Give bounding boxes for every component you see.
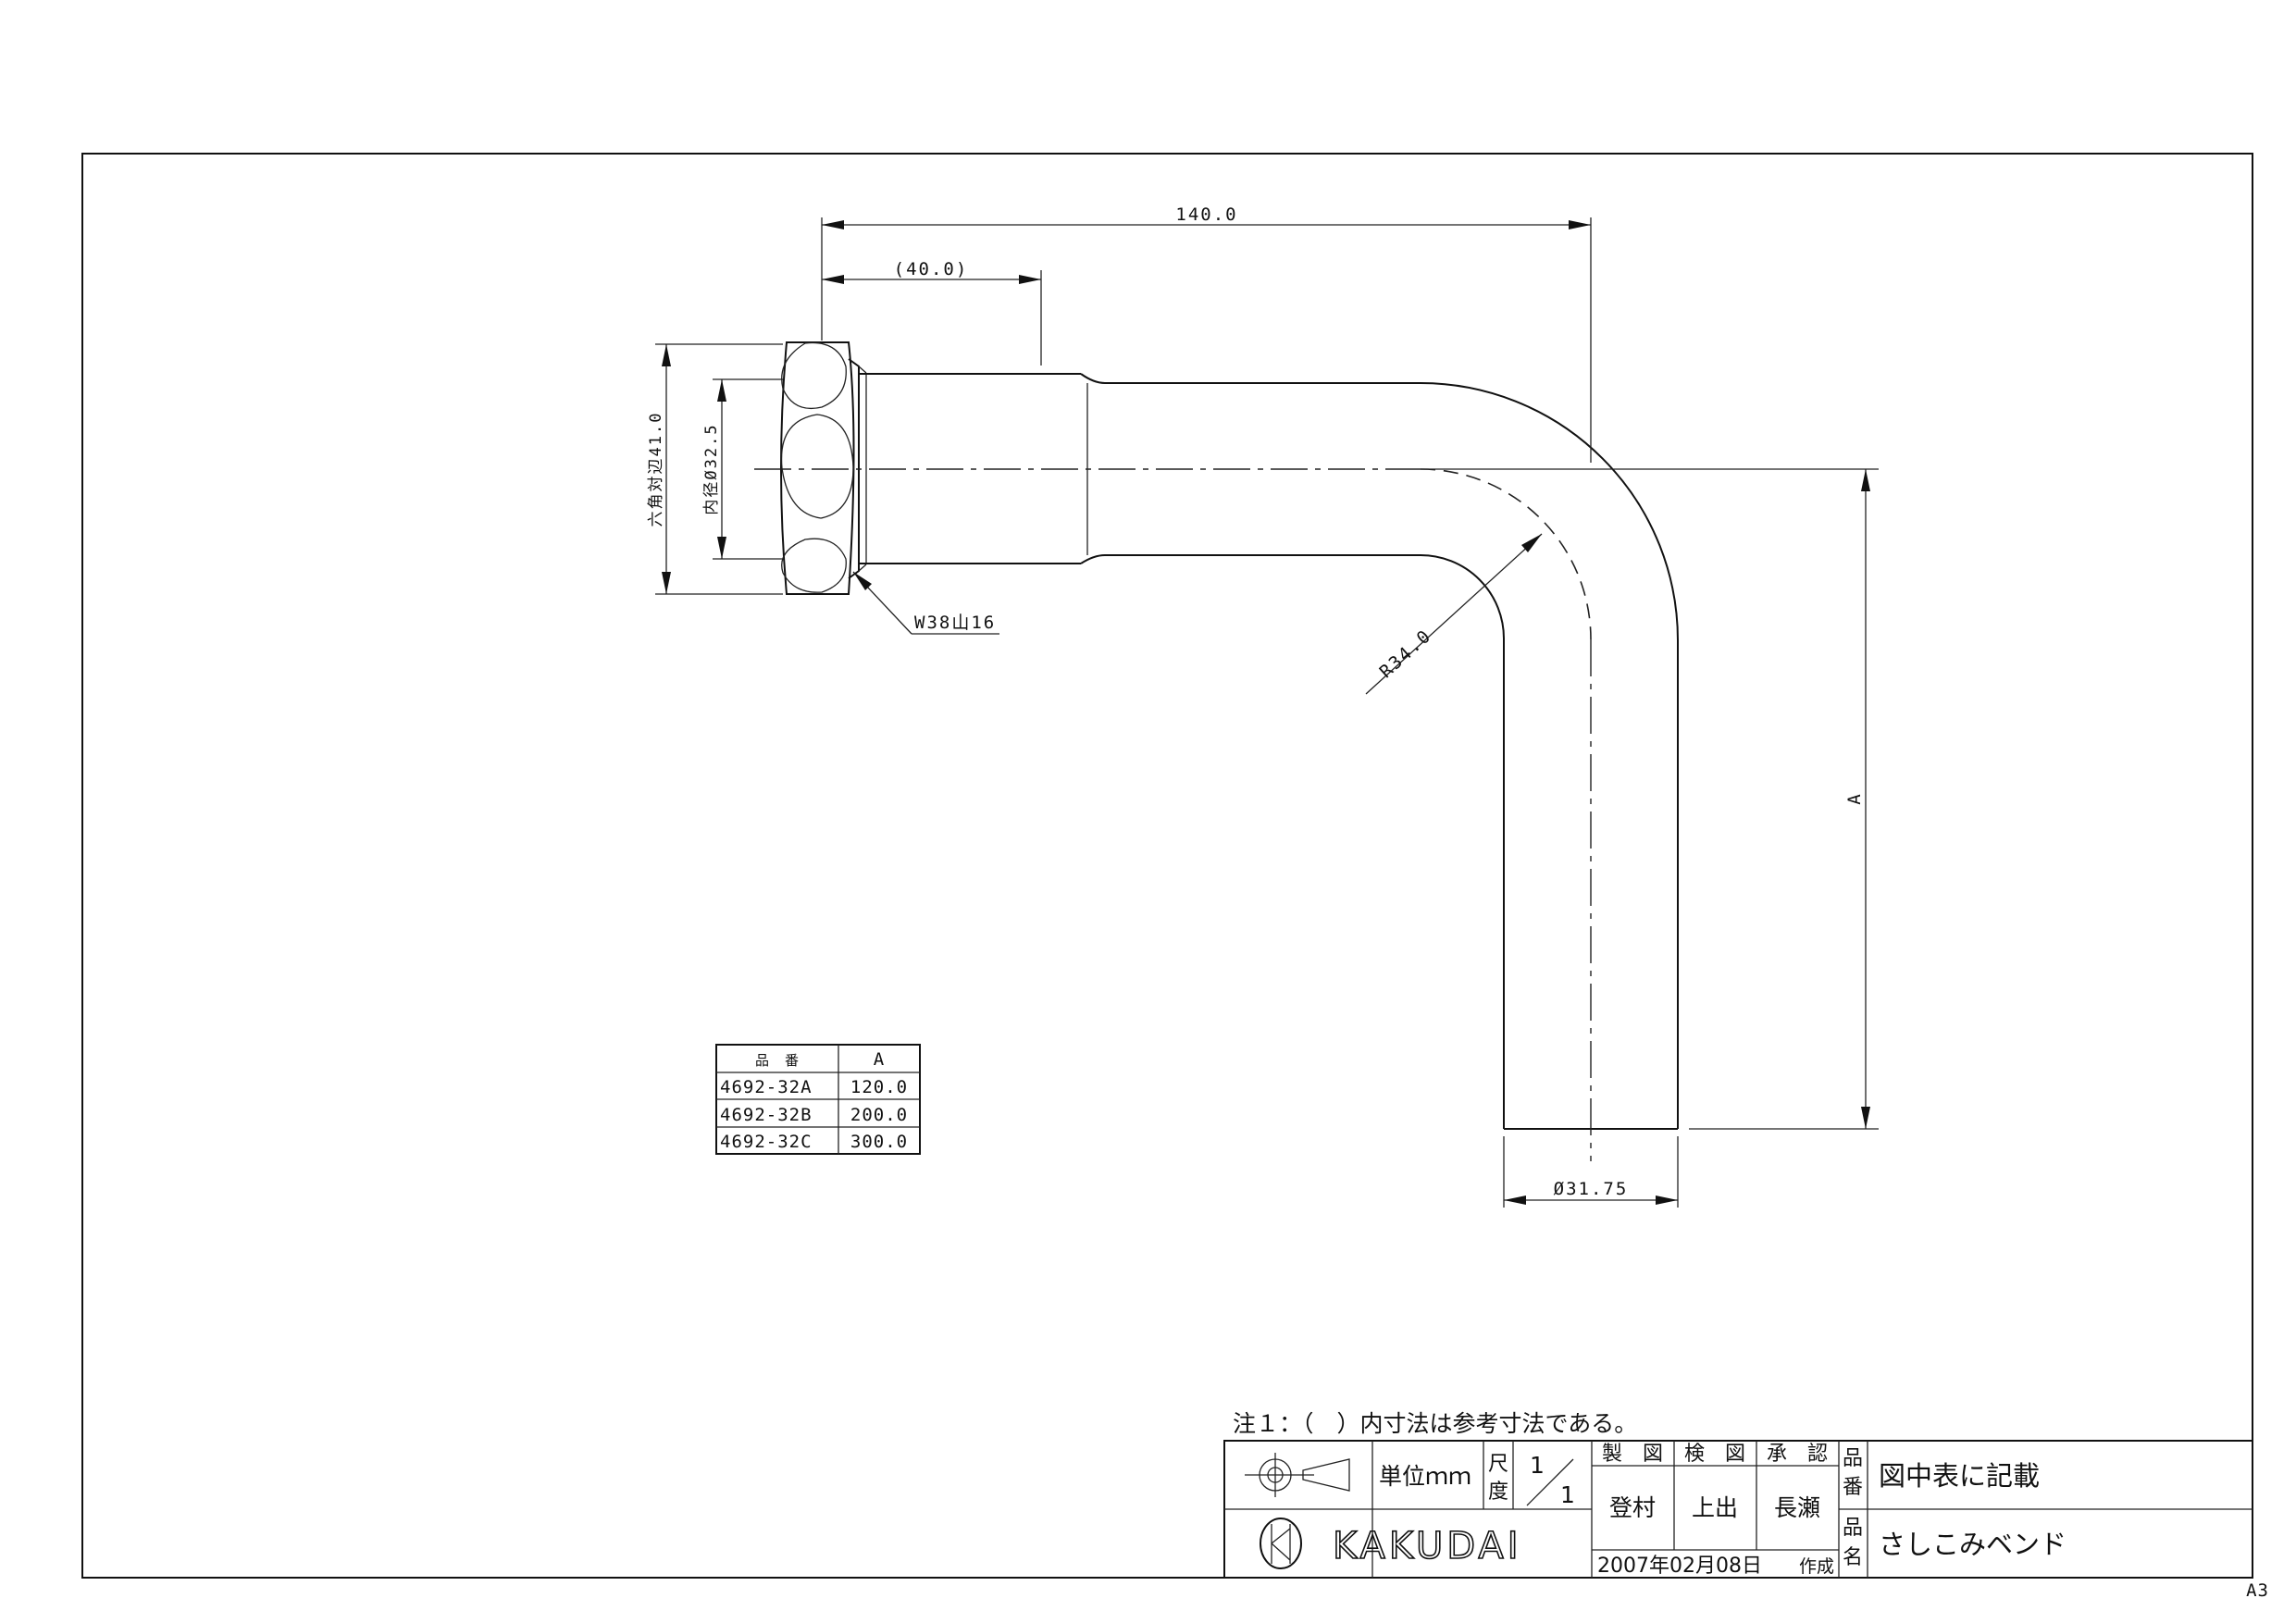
title-block: 単位ｍｍ 尺 度 1 1 KAKUDAI 製 図 検 図 承 認 登村 上出 長…	[1223, 1440, 2253, 1579]
part-no-label-1: 品	[1843, 1447, 1863, 1470]
bend-centerline-arc	[1420, 468, 1592, 640]
table-header-a: A	[874, 1049, 885, 1070]
hex-face-bottom	[781, 538, 847, 593]
hex-face-top	[781, 341, 847, 410]
dimension-inner-32-5: 内径Ø32.5	[702, 378, 783, 560]
scale-label-2: 度	[1488, 1481, 1508, 1504]
table-cell-part-no: 4692-32B	[720, 1105, 813, 1125]
length-a-label: A	[1844, 792, 1865, 804]
table-cell-part-no: 4692-32C	[720, 1132, 813, 1152]
table-cell-a: 120.0	[850, 1077, 908, 1097]
hex-size-label: 六角対辺41.0	[647, 412, 665, 527]
dimension-pipe-diameter: Ø31.75	[1503, 1136, 1679, 1208]
unit-label: 単位ｍｍ	[1379, 1463, 1471, 1490]
dimension-40: (40.0)	[822, 259, 1042, 365]
table-row: 4692-32A 120.0	[720, 1077, 908, 1097]
checked-label: 検 図	[1684, 1443, 1745, 1466]
table-cell-part-no: 4692-32A	[720, 1077, 813, 1097]
table-row: 4692-32B 200.0	[720, 1105, 908, 1125]
table-cell-a: 300.0	[850, 1132, 908, 1152]
table-row: 4692-32C 300.0	[720, 1132, 908, 1152]
scale-label-1: 尺	[1488, 1453, 1508, 1476]
thread-label: W38山16	[914, 613, 996, 633]
third-angle-projection-icon	[1245, 1453, 1350, 1497]
pipe-diameter-label: Ø31.75	[1554, 1179, 1629, 1199]
approved-label: 承 認	[1767, 1443, 1828, 1466]
table-cell-a: 200.0	[850, 1105, 908, 1125]
checked-by: 上出	[1692, 1494, 1738, 1521]
inner-diameter-label: 内径Ø32.5	[702, 423, 721, 514]
pipe-inner-wall	[1105, 554, 1505, 1129]
nut-length-label: (40.0)	[894, 259, 969, 279]
part-no-value: 図中表に記載	[1879, 1460, 2040, 1492]
overall-length-label: 140.0	[1175, 204, 1237, 225]
drawn-by: 登村	[1609, 1494, 1656, 1521]
bend-radius-label: R34.0	[1376, 626, 1436, 682]
part-no-label-2: 番	[1843, 1476, 1863, 1499]
scale-denominator: 1	[1560, 1481, 1575, 1508]
scale-slash	[1526, 1458, 1574, 1506]
leader-thread: W38山16	[852, 571, 999, 635]
dimension-radius: R34.0	[1365, 533, 1543, 695]
hex-face-middle	[780, 414, 854, 519]
name-label-2: 名	[1843, 1546, 1863, 1569]
hex-nut-outline	[780, 341, 855, 595]
kakudai-logo: KAKUDAI	[1260, 1518, 1522, 1569]
drawing-date: 2007年02月08日	[1597, 1555, 1762, 1578]
sheet-size: A3	[2246, 1580, 2269, 1601]
dimension-hex-41: 六角対辺41.0	[647, 343, 783, 595]
drawn-label: 製 図	[1602, 1443, 1663, 1466]
created-label: 作成	[1799, 1556, 1834, 1577]
sheet-border	[81, 153, 2253, 1579]
dimension-a: A	[1421, 468, 1879, 1130]
scale-numerator: 1	[1530, 1452, 1545, 1479]
approved-by: 長瀬	[1774, 1494, 1820, 1521]
reference-dimension-note: 注１：（ ）内寸法は参考寸法である。	[1233, 1410, 1637, 1437]
dimension-140: 140.0	[821, 204, 1592, 463]
pipe-outer-wall	[1105, 382, 1679, 1129]
part-name: さしこみベンド	[1879, 1529, 2066, 1560]
table-header-part-no: 品 番	[755, 1052, 800, 1069]
name-label-1: 品	[1843, 1517, 1863, 1540]
bend-pipe-part	[754, 341, 1679, 1161]
parts-table: 品 番 A 4692-32A 120.0 4692-32B 200.0 4692…	[715, 1044, 921, 1155]
company-name: KAKUDAI	[1333, 1525, 1522, 1567]
